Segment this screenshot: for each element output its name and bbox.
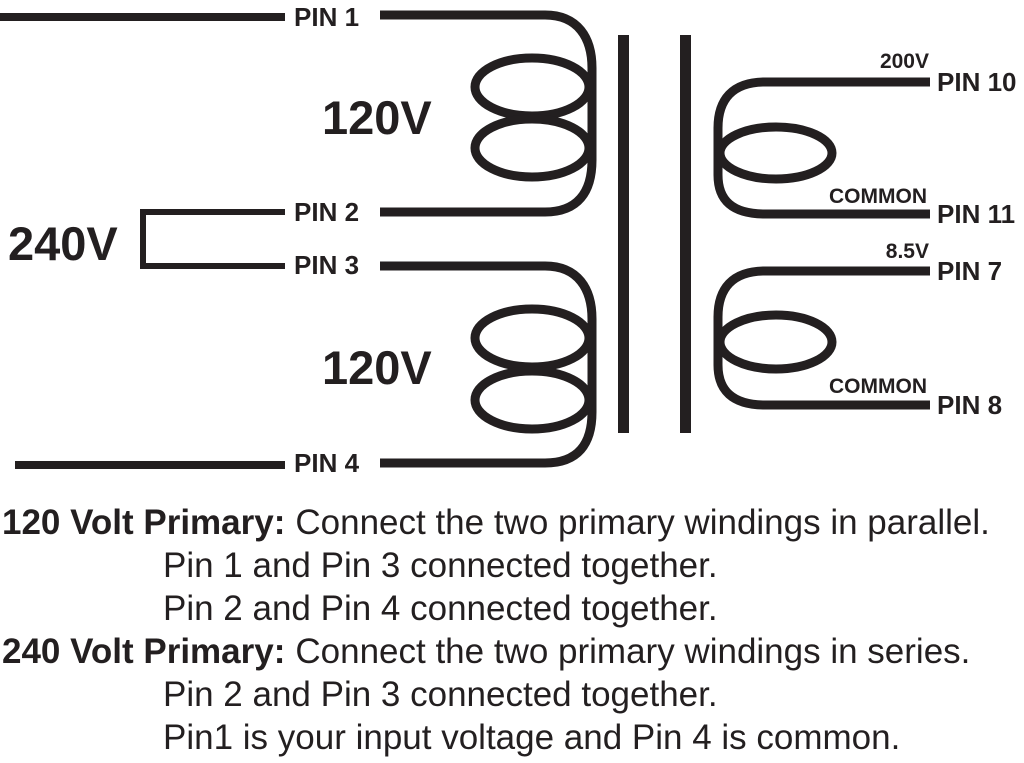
pin1-label: PIN 1 (294, 2, 359, 32)
low-secondary-loop (715, 310, 837, 374)
instruction-line: 240 Volt Primary:Connect the two primary… (2, 630, 990, 673)
pin11-label: PIN 11 (937, 199, 1015, 229)
instruction-text: Connect the two primary windings in seri… (295, 632, 971, 671)
pin3-label: PIN 3 (294, 250, 359, 280)
instruction-detail: Pin1 is your input voltage and Pin 4 is … (163, 718, 901, 757)
instruction-heading: 240 Volt Primary: (2, 632, 286, 671)
pin8-label: PIN 8 (937, 390, 1002, 420)
lower-primary-loop (470, 366, 594, 434)
series-voltage-label: 240V (8, 217, 118, 270)
lower-winding-voltage-label: 120V (322, 341, 432, 394)
pin4-label: PIN 4 (294, 448, 360, 478)
low-voltage-secondary-winding (713, 266, 930, 410)
upper-primary-winding (380, 10, 597, 217)
wiring-instructions: 120 Volt Primary:Connect the two primary… (2, 501, 990, 759)
lower-primary-wire (380, 261, 597, 468)
upper-primary-wire (380, 10, 597, 217)
low-common-label: COMMON (829, 375, 927, 398)
high-tap-voltage-label: 200V (880, 50, 929, 73)
high-common-label: COMMON (829, 185, 927, 208)
pin7-label: PIN 7 (937, 256, 1002, 286)
series-jumper-bracket (140, 209, 285, 269)
low-secondary-wire (713, 266, 930, 410)
lower-primary-loop (470, 304, 594, 372)
upper-primary-loop (470, 114, 594, 182)
lower-primary-winding (380, 261, 597, 468)
core-bar-right (680, 35, 691, 433)
instruction-line: 120 Volt Primary:Connect the two primary… (2, 501, 990, 544)
high-secondary-wire (713, 77, 930, 219)
pin2-label: PIN 2 (294, 197, 359, 227)
section-240v-primary: 240 Volt Primary:Connect the two primary… (2, 630, 990, 759)
high-voltage-secondary-winding (713, 77, 930, 219)
low-tap-voltage-label: 8.5V (886, 240, 929, 263)
instruction-detail: Pin 2 and Pin 3 connected together. (163, 675, 718, 714)
high-secondary-loop (715, 122, 837, 184)
upper-primary-loop (470, 53, 594, 121)
transformer-diagram: PIN 1 PIN 2 PIN 3 PIN 4 120V 120V 240V 2… (0, 2, 1017, 478)
core-bar-left (618, 35, 629, 433)
instruction-detail: Pin 2 and Pin 4 connected together. (163, 589, 718, 628)
section-120v-primary: 120 Volt Primary:Connect the two primary… (2, 501, 990, 630)
pin10-label: PIN 10 (937, 67, 1017, 97)
instruction-detail: Pin 1 and Pin 3 connected together. (163, 546, 718, 585)
instruction-text: Connect the two primary windings in para… (295, 503, 990, 542)
instruction-heading: 120 Volt Primary: (2, 503, 286, 542)
upper-winding-voltage-label: 120V (322, 91, 432, 144)
